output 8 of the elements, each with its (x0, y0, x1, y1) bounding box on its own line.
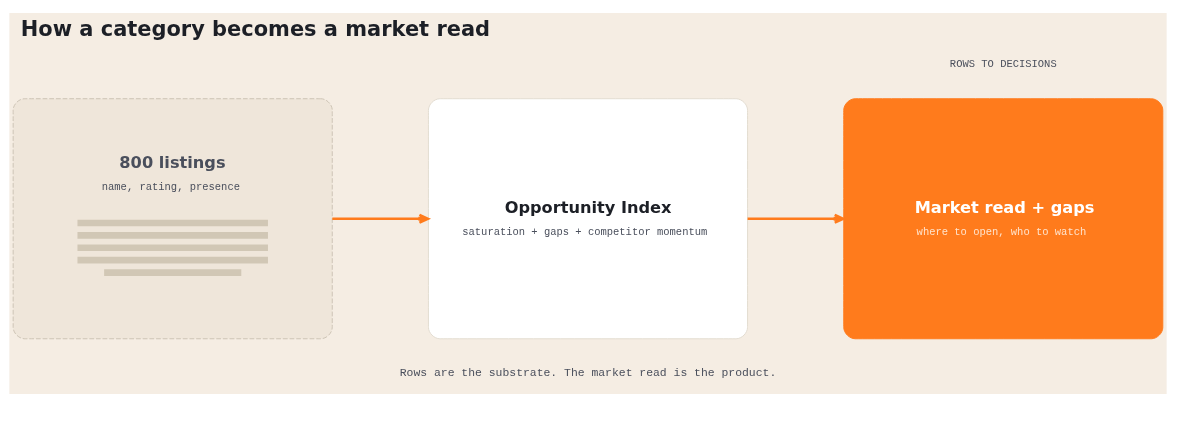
node-box: Market read + gaps where to open, who to watch (843, 97, 1164, 339)
node-box: 800 listings name, rating, presence (12, 97, 333, 339)
node-box: Opportunity Index saturation + gaps + competitor momentum (428, 97, 748, 339)
caption: Rows are the substrate. The market read is the product. (399, 365, 777, 379)
arrow (332, 213, 430, 224)
diagram-title: How a category becomes a market read (20, 16, 491, 41)
arrow (747, 213, 845, 224)
label: ROWS TO DECISIONS (949, 57, 1057, 70)
